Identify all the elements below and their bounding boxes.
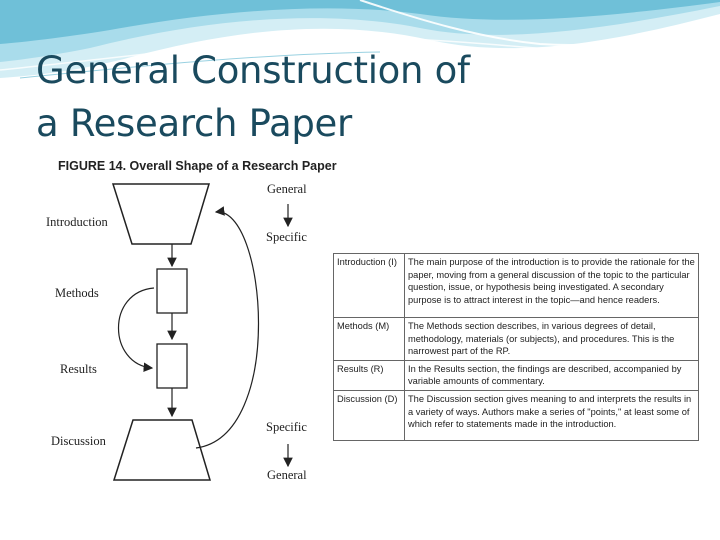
label-general-top: General — [267, 182, 307, 196]
section-name-cell: Introduction (I) — [333, 253, 405, 318]
results-box-shape — [156, 343, 188, 389]
figure-shape-diagram — [111, 183, 293, 481]
label-introduction: Introduction — [46, 215, 108, 229]
slide-title-line-1: General Construction of — [36, 49, 470, 92]
figure-overall-shape: FIGURE 14. Overall Shape of a Research P… — [16, 146, 337, 498]
section-name-cell: Results (R) — [333, 359, 405, 391]
table-row: Methods (M) The Methods section describe… — [333, 317, 699, 361]
sections-description-table: Introduction (I) The main purpose of the… — [333, 253, 699, 441]
methods-box-shape — [156, 268, 188, 314]
discussion-funnel-shape — [112, 419, 212, 481]
label-discussion: Discussion — [51, 434, 106, 448]
introduction-funnel-shape — [111, 183, 211, 245]
section-name-cell: Methods (M) — [333, 317, 405, 361]
table-row: Discussion (D) The Discussion section gi… — [333, 389, 699, 441]
methods-results-curve-arrow — [118, 287, 155, 373]
section-description-cell: In the Results section, the findings are… — [404, 359, 699, 391]
label-methods: Methods — [55, 286, 99, 300]
label-results: Results — [60, 362, 97, 376]
label-specific-top: Specific — [266, 230, 307, 244]
slide-title: General Construction of a Research Paper — [36, 44, 496, 150]
label-general-bottom: General — [267, 468, 307, 482]
label-specific-bottom: Specific — [266, 420, 307, 434]
table-row: Results (R) In the Results section, the … — [333, 359, 699, 391]
sections-description-panel: Introduction (I) The main purpose of the… — [333, 253, 701, 441]
section-name-cell: Discussion (D) — [333, 389, 405, 441]
header-wave-decoration — [0, 0, 720, 79]
discussion-intro-curve-arrow — [195, 206, 260, 449]
section-description-cell: The Methods section describes, in variou… — [404, 317, 699, 361]
section-description-cell: The Discussion section gives meaning to … — [404, 389, 699, 441]
slide-title-line-2: a Research Paper — [36, 102, 352, 145]
figure-caption: FIGURE 14. Overall Shape of a Research P… — [58, 159, 337, 173]
table-row: Introduction (I) The main purpose of the… — [333, 253, 699, 318]
section-description-cell: The main purpose of the introduction is … — [404, 253, 699, 318]
